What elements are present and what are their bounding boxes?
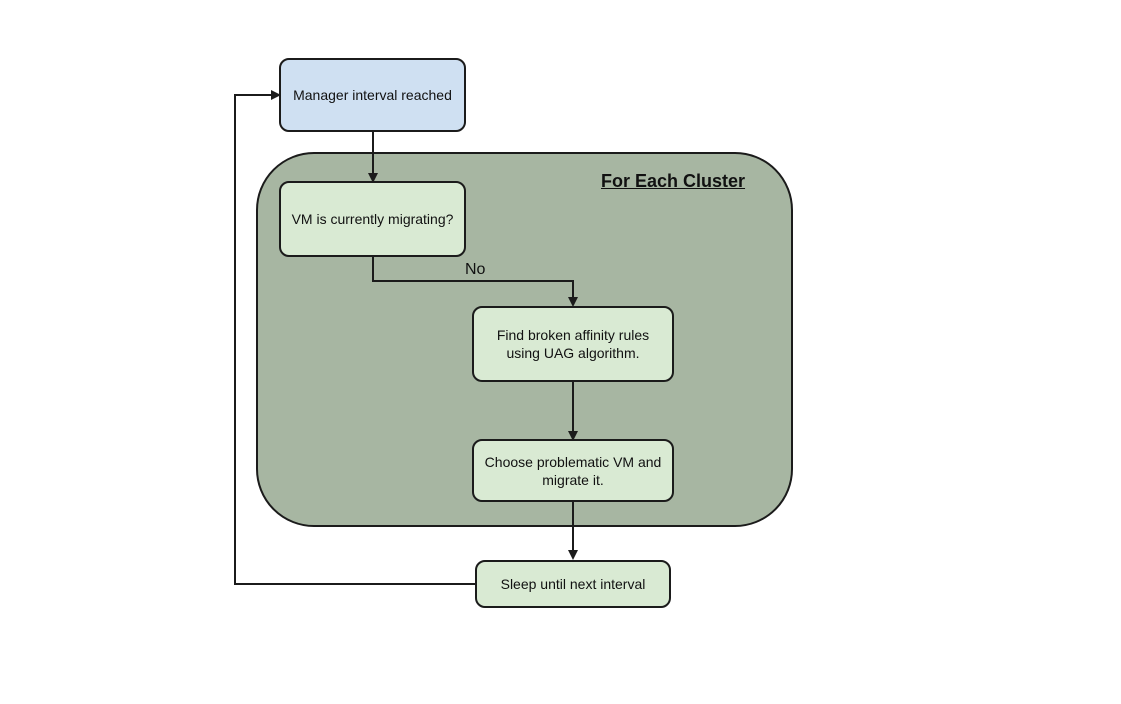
no-edge-label: No [465, 261, 486, 278]
find-broken-rules-label: Find broken affinity rules using UAG alg… [496, 327, 650, 361]
choose-vm-label: Choose problematic VM and migrate it. [484, 453, 662, 488]
vm-migrating-label: VM is currently migrating? [291, 211, 454, 227]
manager-interval-label: Manager interval reached [293, 87, 452, 103]
sleep-node: Sleep until next interval [475, 560, 671, 608]
edge-sleep-loop-to-start [234, 90, 475, 585]
choose-vm-node: Choose problematic VM and migrate it. [472, 439, 674, 502]
vm-migrating-node: VM is currently migrating? [279, 181, 466, 257]
edge-check-to-find [372, 257, 578, 307]
manager-interval-node: Manager interval reached [279, 58, 466, 132]
sleep-label: Sleep until next interval [500, 576, 646, 592]
cluster-title: For Each Cluster [601, 171, 746, 191]
find-broken-rules-node: Find broken affinity rules using UAG alg… [472, 306, 674, 382]
